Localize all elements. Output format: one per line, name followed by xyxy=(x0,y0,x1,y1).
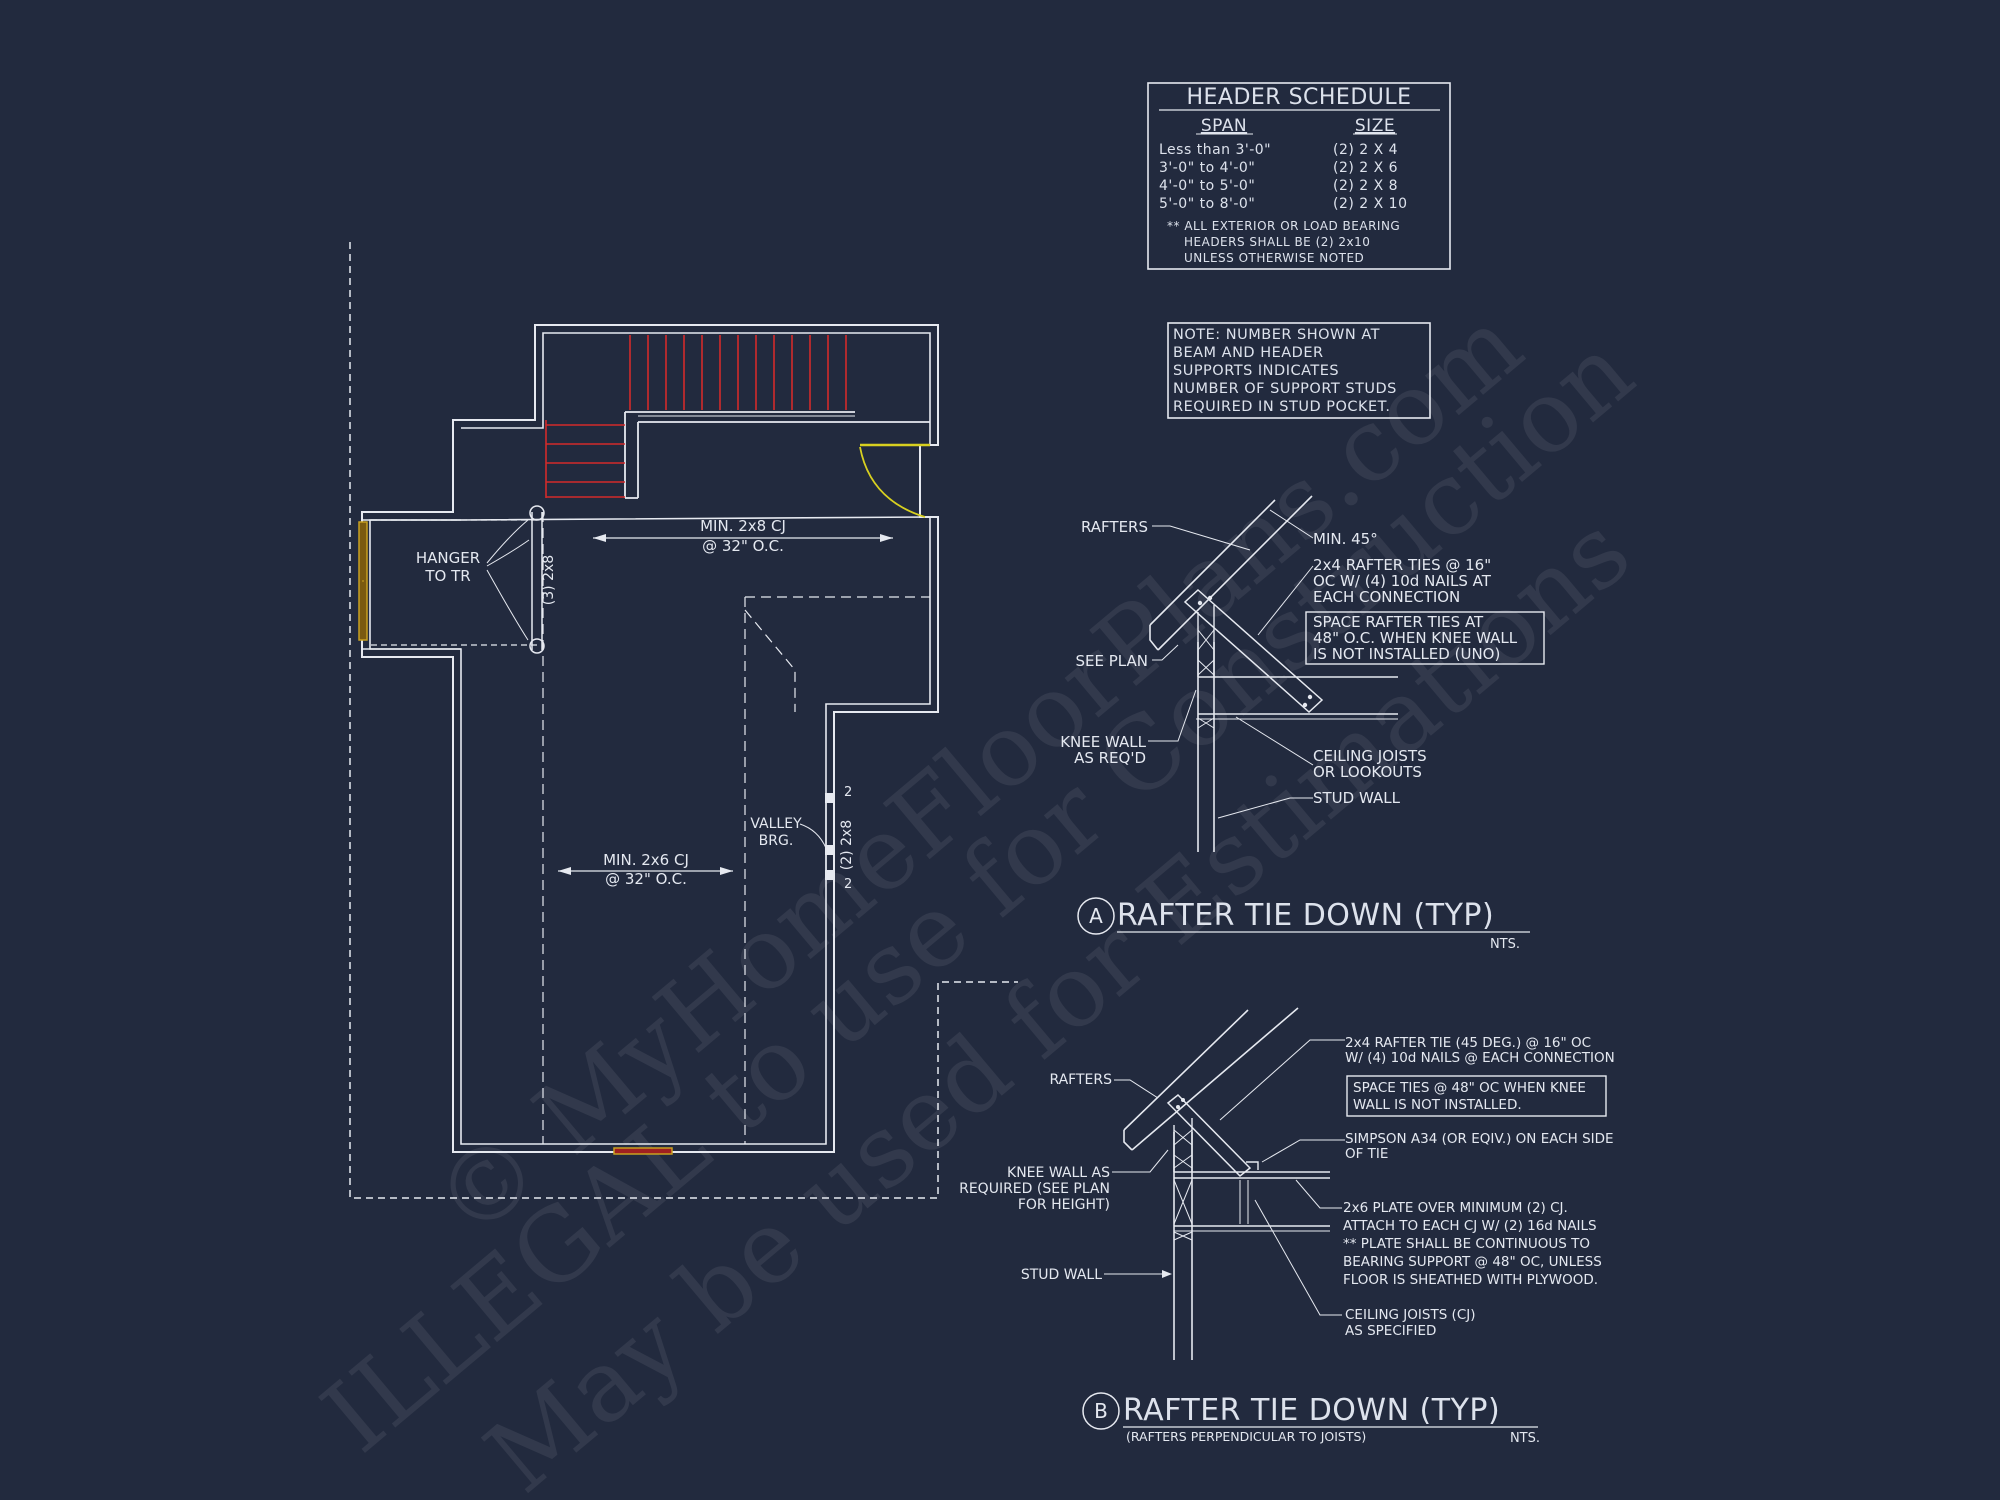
detail-b-marker: B xyxy=(1094,1399,1108,1423)
detail-b-knee-label-3: FOR HEIGHT) xyxy=(1018,1197,1110,1213)
valley-label-1: VALLEY xyxy=(750,816,802,832)
valley-beam xyxy=(825,793,835,880)
detail-b-plate-label-1: 2x6 PLATE OVER MINIMUM (2) CJ. xyxy=(1343,1200,1568,1216)
detail-a-space-label-3: IS NOT INSTALLED (UNO) xyxy=(1313,645,1500,663)
header-schedule: HEADER SCHEDULE SPAN SIZE Less than 3'-0… xyxy=(1147,82,1451,270)
detail-a-drawing xyxy=(1148,495,1398,852)
cj-upper-label-2: @ 32" O.C. xyxy=(702,537,784,555)
watermark-illegal: ILLEGAL to use for Construction xyxy=(301,312,1655,1474)
support-stud-note: NOTE: NUMBER SHOWN AT BEAM AND HEADER SU… xyxy=(1167,322,1431,419)
detail-a-ties-label-3: EACH CONNECTION xyxy=(1313,588,1460,606)
framing-plan: (3) 2x8 HANGER TO TR MIN. 2x8 CJ @ 32" O… xyxy=(349,242,1018,1199)
detail-a-see-plan-label: SEE PLAN xyxy=(1076,652,1148,670)
schedule-row-span: 5'-0" to 8'-0" xyxy=(1159,196,1255,212)
support-note-line: BEAM AND HEADER xyxy=(1173,345,1324,361)
detail-b-knee-label-2: REQUIRED (SEE PLAN xyxy=(959,1181,1110,1197)
detail-a-space-label-1: SPACE RAFTER TIES AT xyxy=(1313,613,1484,631)
detail-a-ties-label-1: 2x4 RAFTER TIES @ 16" xyxy=(1313,556,1491,574)
hanger-label-2: TO TR xyxy=(424,567,470,585)
detail-b-tie-label-2: W/ (4) 10d NAILS @ EACH CONNECTION xyxy=(1345,1050,1615,1066)
cj-lower-label-2: @ 32" O.C. xyxy=(605,870,687,888)
detail-a-rafters-label: RAFTERS xyxy=(1081,518,1148,536)
detail-a-space-label-2: 48" O.C. WHEN KNEE WALL xyxy=(1313,629,1518,647)
beam-label: (3) 2x8 xyxy=(541,555,557,605)
support-note-line: NOTE: NUMBER SHOWN AT xyxy=(1173,327,1380,343)
stair-treads xyxy=(545,335,847,498)
valley-beam-label: (2) 2x8 xyxy=(839,820,855,870)
window-openings xyxy=(358,521,673,1155)
schedule-row-size: (2) 2 X 10 xyxy=(1333,196,1408,212)
detail-b-plate-label-5: FLOOR IS SHEATHED WITH PLYWOOD. xyxy=(1343,1272,1598,1288)
detail-b-marker-circle xyxy=(1082,1392,1120,1430)
dashed-bearing-lines xyxy=(371,512,930,1144)
schedule-note-3: UNLESS OTHERWISE NOTED xyxy=(1184,251,1364,265)
schedule-row-size: (2) 2 X 8 xyxy=(1333,178,1398,194)
support-note-line: NUMBER OF SUPPORT STUDS xyxy=(1173,381,1397,397)
schedule-row-size: (2) 2 X 6 xyxy=(1333,160,1398,176)
header-schedule-size-col: SIZE xyxy=(1355,116,1395,136)
detail-a-scale: NTS. xyxy=(1490,937,1520,952)
valley-stud-bottom: 2 xyxy=(844,877,852,892)
detail-a-ceiling-label-2: OR LOOKOUTS xyxy=(1313,763,1422,781)
support-note-line: REQUIRED IN STUD POCKET. xyxy=(1173,399,1390,415)
detail-b-cj-label-2: AS SPECIFIED xyxy=(1345,1323,1436,1339)
detail-a-knee-label-2: AS REQ'D xyxy=(1074,749,1146,767)
beam-3-2x8 xyxy=(529,505,545,654)
detail-a-knee-label-1: KNEE WALL xyxy=(1060,733,1146,751)
detail-b-simpson-label-2: OF TIE xyxy=(1345,1146,1388,1162)
detail-b-stud-label: STUD WALL xyxy=(1021,1267,1102,1283)
detail-b-space-label-1: SPACE TIES @ 48" OC WHEN KNEE xyxy=(1353,1080,1586,1096)
detail-b-cj-label-1: CEILING JOISTS (CJ) xyxy=(1345,1307,1476,1323)
cj-lower-arrow xyxy=(558,867,733,875)
support-note-line: SUPPORTS INDICATES xyxy=(1173,363,1339,379)
detail-b-space-label-2: WALL IS NOT INSTALLED. xyxy=(1353,1097,1522,1113)
cj-upper-arrow xyxy=(593,534,893,542)
detail-b-drawing xyxy=(1104,1007,1345,1360)
detail-b-simpson-label-1: SIMPSON A34 (OR EQIV.) ON EACH SIDE xyxy=(1345,1131,1614,1147)
valley-leader xyxy=(799,823,827,849)
detail-a-ceiling-label-1: CEILING JOISTS xyxy=(1313,747,1427,765)
detail-b-rafters-label: RAFTERS xyxy=(1049,1072,1112,1088)
roof-outline-dashed xyxy=(349,242,1018,1199)
detail-a-marker: A xyxy=(1089,904,1103,928)
header-schedule-span-col: SPAN xyxy=(1201,116,1247,136)
valley-stud-top: 2 xyxy=(844,785,852,800)
cj-lower-label-1: MIN. 2x6 CJ xyxy=(603,851,689,869)
detail-b-scale: NTS. xyxy=(1510,1431,1540,1446)
schedule-note-1: ** ALL EXTERIOR OR LOAD BEARING xyxy=(1167,219,1400,233)
schedule-row-span: 3'-0" to 4'-0" xyxy=(1159,160,1255,176)
hanger-label-1: HANGER xyxy=(416,549,480,567)
detail-a-marker-circle xyxy=(1077,897,1115,935)
detail-b-knee-label-1: KNEE WALL AS xyxy=(1007,1165,1110,1181)
detail-b-title: RAFTER TIE DOWN (TYP) xyxy=(1123,1393,1500,1428)
schedule-row-span: 4'-0" to 5'-0" xyxy=(1159,178,1255,194)
detail-a-stud-label: STUD WALL xyxy=(1313,789,1401,807)
schedule-row-size: (2) 2 X 4 xyxy=(1333,142,1398,158)
detail-a-space-box xyxy=(1305,611,1545,665)
detail-a-title: RAFTER TIE DOWN (TYP) xyxy=(1117,898,1494,933)
detail-b-plate-label-4: BEARING SUPPORT @ 48" OC, UNLESS xyxy=(1343,1254,1602,1270)
detail-b-plate-label-3: ** PLATE SHALL BE CONTINUOUS TO xyxy=(1343,1236,1590,1252)
detail-b-plate-label-2: ATTACH TO EACH CJ W/ (2) 16d NAILS xyxy=(1343,1218,1597,1234)
schedule-row-span: Less than 3'-0" xyxy=(1159,142,1271,158)
detail-b-tie-label-1: 2x4 RAFTER TIE (45 DEG.) @ 16" OC xyxy=(1345,1035,1591,1051)
detail-b-space-box xyxy=(1346,1075,1607,1117)
header-schedule-title: HEADER SCHEDULE xyxy=(1186,85,1411,110)
hanger-leaders xyxy=(486,519,530,641)
door xyxy=(859,443,930,518)
detail-a-min45-label: MIN. 45° xyxy=(1313,530,1378,548)
cj-upper-label-1: MIN. 2x8 CJ xyxy=(700,517,786,535)
schedule-note-2: HEADERS SHALL BE (2) 2x10 xyxy=(1184,235,1370,249)
detail-a-ties-label-2: OC W/ (4) 10d NAILS AT xyxy=(1313,572,1492,590)
detail-b-subtitle: (RAFTERS PERPENDICULAR TO JOISTS) xyxy=(1126,1429,1366,1444)
stair-wall xyxy=(624,411,930,499)
valley-label-2: BRG. xyxy=(759,833,794,849)
